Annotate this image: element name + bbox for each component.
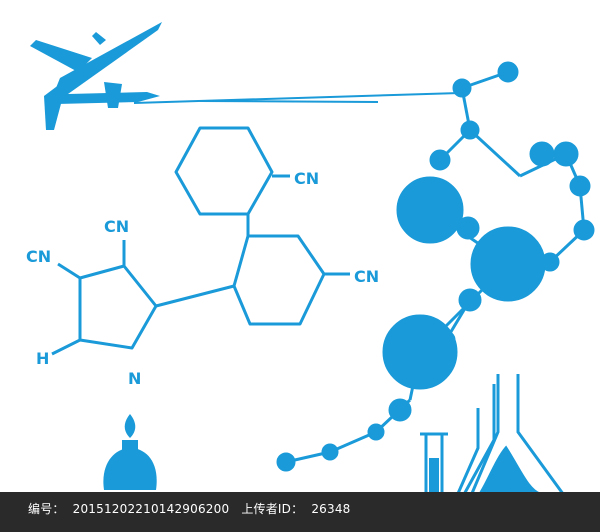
n-label: N <box>128 369 141 388</box>
h-label: H <box>36 349 49 368</box>
airplane-icon <box>30 22 162 130</box>
molecule-chain <box>276 61 595 472</box>
alcohol-lamp-icon <box>103 414 157 490</box>
cyclohexane-ring-top <box>174 126 274 216</box>
uploader-label: 上传者ID： <box>241 502 304 516</box>
bond-cn-left1 <box>57 262 81 280</box>
molecule-structure <box>51 126 350 356</box>
bond-ring-pyrrolidine <box>155 284 235 308</box>
pyrrolidine-ring <box>78 264 158 350</box>
id-value: 20151202210142906200 <box>72 502 230 516</box>
footer-info: 编号： 20151202210142906200 上传者ID： 26348 <box>28 500 359 517</box>
bond-h <box>51 338 81 356</box>
cn-label-top: CN <box>294 169 319 188</box>
cyclohexane-ring-middle <box>232 234 326 326</box>
flask-icon <box>454 374 569 500</box>
cn-label-left1: CN <box>26 247 51 266</box>
cn-label-left2: CN <box>104 217 129 236</box>
cn-label-right: CN <box>354 267 379 286</box>
id-label: 编号： <box>28 502 65 516</box>
uploader-value: 26348 <box>311 502 351 516</box>
divider-lines <box>133 92 461 104</box>
footer-bar <box>0 492 600 532</box>
